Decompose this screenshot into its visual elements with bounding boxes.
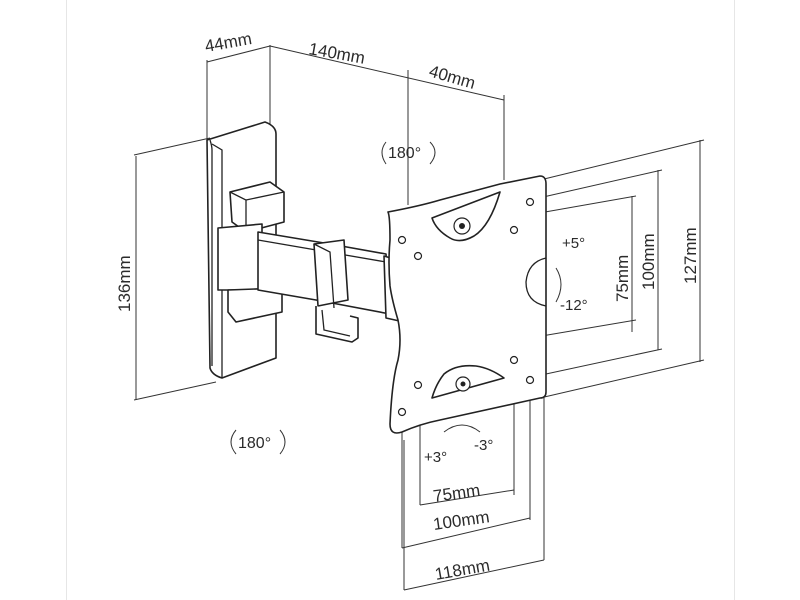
dim-vesa-v-large: 127mm (681, 227, 700, 284)
tilt-up-label: +5° (562, 235, 585, 252)
dim-arm-length: 140mm (307, 39, 366, 68)
swivel-bottom-label: 180° (238, 435, 271, 452)
dim-wall-plate-height: 136mm (115, 255, 134, 312)
dim-vesa-h-large: 118mm (433, 556, 491, 584)
level-minus-label: -3° (474, 437, 493, 454)
tilt-down-label: -12° (560, 297, 588, 314)
level-plus-label: +3° (424, 449, 447, 466)
vesa-plate (387, 175, 547, 434)
dim-vesa-v-small: 75mm (613, 255, 632, 302)
rotation-arrows (230, 141, 562, 455)
swing-arm (257, 231, 405, 343)
dim-vesa-h-small: 75mm (432, 481, 481, 506)
swivel-top-label: 180° (388, 145, 421, 162)
dim-vesa-h-mid: 100mm (432, 507, 491, 534)
wall-swivel-joint (217, 181, 285, 323)
dim-vesa-v-mid: 100mm (639, 233, 658, 290)
